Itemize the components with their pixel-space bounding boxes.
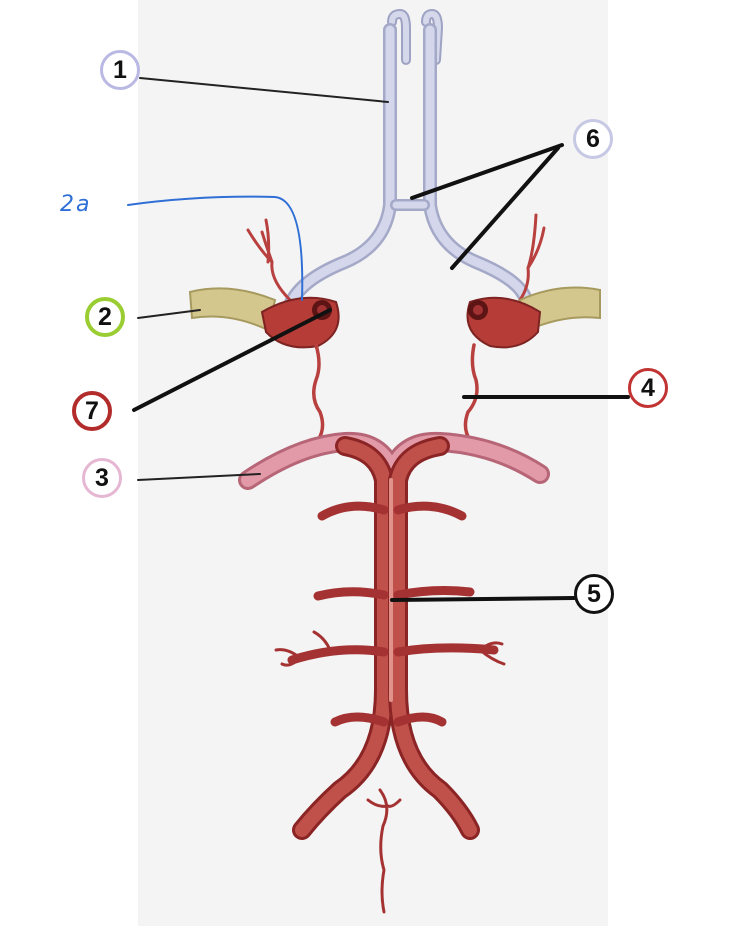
- label-3: 3: [82, 458, 122, 498]
- leader-2a: [127, 195, 304, 301]
- upper-small-arteries: [246, 213, 546, 302]
- label-4: 4: [628, 368, 668, 408]
- fine-branches: [274, 630, 506, 914]
- red-bulbs: [260, 296, 542, 349]
- leader-7: [132, 308, 332, 412]
- leader-5: [390, 596, 576, 602]
- leader-3: [137, 473, 261, 481]
- leader-1: [139, 77, 389, 103]
- label-5: 5: [574, 574, 614, 614]
- label-2: 2: [85, 297, 125, 337]
- leader-6b: [450, 146, 560, 270]
- main-trunk: [292, 436, 480, 840]
- label-7: 7: [72, 391, 112, 431]
- handwritten-label-2a: 2a: [60, 192, 92, 217]
- label-6: 6: [573, 119, 613, 159]
- upper-vein: [283, 9, 533, 312]
- leader-6a: [410, 143, 564, 200]
- leader-lines: [127, 77, 630, 602]
- leader-2: [137, 309, 201, 319]
- label-1: 1: [100, 50, 140, 90]
